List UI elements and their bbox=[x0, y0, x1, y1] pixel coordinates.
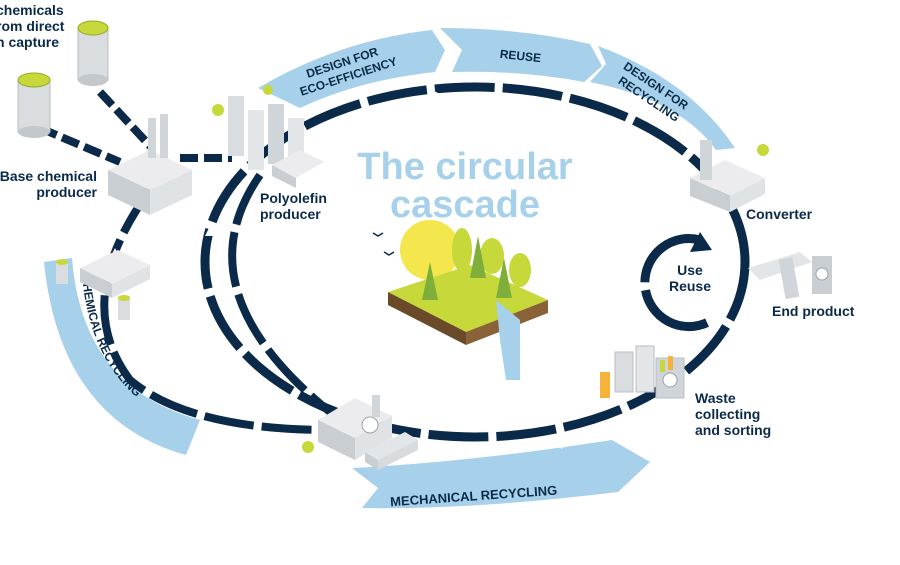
factory-icon bbox=[302, 395, 392, 460]
product-icon bbox=[748, 252, 832, 300]
title-line-2: cascade bbox=[389, 184, 540, 226]
svg-text:REUSE: REUSE bbox=[499, 47, 542, 65]
barrel-icon bbox=[17, 72, 51, 138]
recycle-bin-icon bbox=[600, 345, 685, 399]
use-reuse-loop-icon bbox=[640, 232, 715, 331]
diagram-title: The circular cascade bbox=[345, 148, 585, 224]
label-chemicals-direct-capture: chemicals rom direct n capture bbox=[0, 2, 65, 50]
label-polyolefin-producer: Polyolefin producer bbox=[260, 190, 327, 222]
band-mechanical-recycling: MECHANICAL RECYCLING bbox=[352, 440, 650, 509]
factory-icon bbox=[690, 140, 769, 212]
factory-icon bbox=[212, 85, 324, 188]
flow-feed-lines bbox=[38, 89, 232, 166]
factory-icon bbox=[108, 114, 192, 215]
band-reuse: REUSE bbox=[440, 28, 602, 82]
truck-icon bbox=[365, 432, 418, 470]
label-use-reuse: Use Reuse bbox=[668, 262, 712, 294]
tree-island-icon bbox=[372, 220, 548, 380]
band-design-eco: DESIGN FOR ECO-EFFICIENCY bbox=[258, 30, 445, 108]
flow-inner-ring bbox=[228, 172, 333, 416]
flow-outer-ring bbox=[200, 82, 750, 442]
label-converter: Converter bbox=[746, 206, 813, 222]
label-base-chemical-producer: Base chemical producer bbox=[0, 168, 97, 200]
factory-icon bbox=[56, 250, 150, 320]
barrel-icon bbox=[77, 20, 109, 86]
title-line-1: The circular bbox=[357, 146, 573, 188]
label-waste-collecting: Waste collecting and sorting bbox=[695, 390, 772, 438]
label-end-product: End product bbox=[772, 303, 855, 319]
